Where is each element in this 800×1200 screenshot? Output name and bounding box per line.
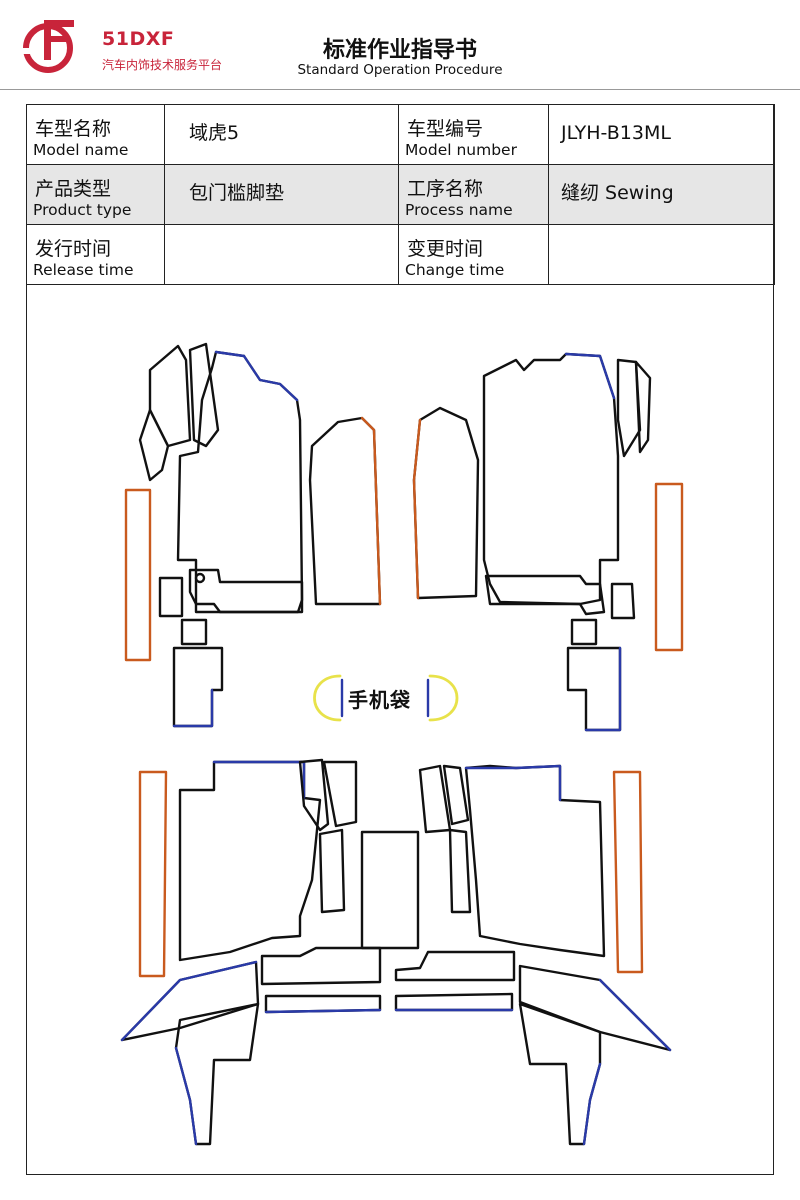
block-left-hole	[194, 572, 206, 584]
strip-left-a	[148, 344, 192, 448]
bar-rear-right-top	[394, 950, 516, 982]
phone-pocket-right-curve	[428, 674, 459, 722]
label-model-name: 车型名称 Model name	[26, 104, 165, 165]
strip-left-c	[138, 408, 170, 482]
value-model-name: 域虎5	[164, 104, 399, 165]
strip-rear-right-long-edge	[582, 1062, 602, 1146]
label-change-time: 变更时间 Change time	[398, 224, 549, 285]
label-model-name-zh: 车型名称	[35, 118, 112, 140]
bar-rear-left	[138, 770, 168, 978]
panel-rear-left-sill	[120, 960, 260, 1042]
value-process-name: 缝纫 Sewing	[548, 164, 775, 225]
block-left-bracket	[188, 568, 304, 614]
block-right-d-edge	[584, 646, 622, 732]
brand-tagline: 汽车内饰技术服务平台	[102, 58, 223, 72]
label-process-name: 工序名称 Process name	[398, 164, 549, 225]
label-release-time-en: Release time	[33, 261, 134, 279]
panel-rear-right-sill-edge	[598, 978, 672, 1052]
label-product-type: 产品类型 Product type	[26, 164, 165, 225]
panel-rear-right-sill	[518, 964, 672, 1052]
mat-rear-left	[178, 760, 322, 962]
label-release-time-zh: 发行时间	[35, 238, 112, 260]
strip-rear-left-b	[322, 760, 358, 828]
label-process-name-zh: 工序名称	[407, 178, 484, 200]
strip-rear-right-b	[442, 764, 470, 826]
label-model-number-en: Model number	[405, 141, 517, 159]
strip-left-b	[188, 342, 220, 448]
document-frame	[26, 104, 774, 1175]
strip-rear-left-long-edge	[174, 1046, 198, 1146]
value-model-number: JLYH-B13ML	[548, 104, 775, 165]
mat-front-left	[176, 350, 304, 614]
block-left-c	[180, 618, 208, 646]
label-release-time: 发行时间 Release time	[26, 224, 165, 285]
label-change-time-en: Change time	[405, 261, 505, 279]
label-model-name-en: Model name	[33, 141, 129, 159]
value-product-type: 包门槛脚垫	[164, 164, 399, 225]
bar-rear-right	[612, 770, 644, 974]
pad-front-left-curved	[308, 416, 382, 606]
mat-front-right	[482, 352, 620, 606]
value-model-number-text: JLYH-B13ML	[561, 122, 671, 144]
info-table: 车型名称 Model name 域虎5 车型编号 Model number JL…	[26, 104, 775, 285]
value-change-time	[548, 224, 775, 285]
brand-logo: 51DXF 汽车内饰技术服务平台	[22, 18, 232, 78]
block-left-small	[158, 576, 184, 618]
value-product-type-text: 包门槛脚垫	[189, 182, 285, 204]
block-right-c	[570, 618, 598, 646]
page-title: 标准作业指导书	[322, 38, 477, 63]
label-product-type-zh: 产品类型	[35, 178, 112, 200]
panel-rear-left-sill-edge	[120, 960, 258, 1042]
bar-rear-left-bottom-edge	[264, 1008, 382, 1014]
strip-rear-left-a	[298, 758, 330, 832]
pad-center-tunnel	[360, 830, 420, 950]
label-change-time-zh: 变更时间	[407, 238, 484, 260]
label-process-name-en: Process name	[405, 201, 513, 219]
block-right-d	[566, 646, 622, 732]
info-row-time: 发行时间 Release time 变更时间 Change time	[26, 224, 775, 285]
bar-left-orange	[124, 488, 152, 662]
value-release-time	[164, 224, 399, 285]
pad-front-right-curved-edge	[412, 418, 422, 600]
page-subtitle: Standard Operation Procedure	[297, 62, 503, 78]
label-product-type-en: Product type	[33, 201, 132, 219]
pad-front-left-curved-edge	[360, 416, 382, 606]
block-left-d	[172, 646, 224, 728]
pad-front-right-curved	[412, 406, 480, 600]
phone-pocket-label: 手机袋	[348, 688, 411, 712]
block-right-small	[610, 582, 636, 620]
strip-right-b	[634, 360, 652, 454]
header-divider	[0, 89, 800, 90]
value-model-name-text: 域虎5	[189, 122, 240, 144]
info-row-product: 产品类型 Product type 包门槛脚垫 工序名称 Process nam…	[26, 164, 775, 225]
bar-rear-left-top	[260, 946, 382, 986]
brand-name: 51DXF	[102, 28, 175, 50]
block-rear-right-strip	[448, 828, 472, 914]
bar-right-orange	[654, 482, 684, 652]
mat-front-left-edge	[214, 350, 299, 402]
block-rear-left-strip	[318, 828, 346, 914]
info-row-model: 车型名称 Model name 域虎5 车型编号 Model number JL…	[26, 104, 775, 165]
mat-rear-right	[464, 764, 606, 958]
strip-right-a	[616, 358, 642, 458]
mat-rear-left-edge	[212, 760, 306, 800]
mat-rear-right-edge	[464, 764, 562, 802]
phone-pocket-left-curve	[313, 674, 342, 722]
bar-rear-right-bottom	[394, 992, 514, 1012]
block-left-d-edge	[172, 688, 214, 728]
logo-mark-icon	[22, 20, 74, 73]
label-model-number-zh: 车型编号	[407, 118, 484, 140]
mat-front-right-edge	[564, 352, 616, 400]
value-process-name-text: 缝纫 Sewing	[561, 182, 674, 204]
block-right-bracket	[484, 574, 606, 616]
label-model-number: 车型编号 Model number	[398, 104, 549, 165]
